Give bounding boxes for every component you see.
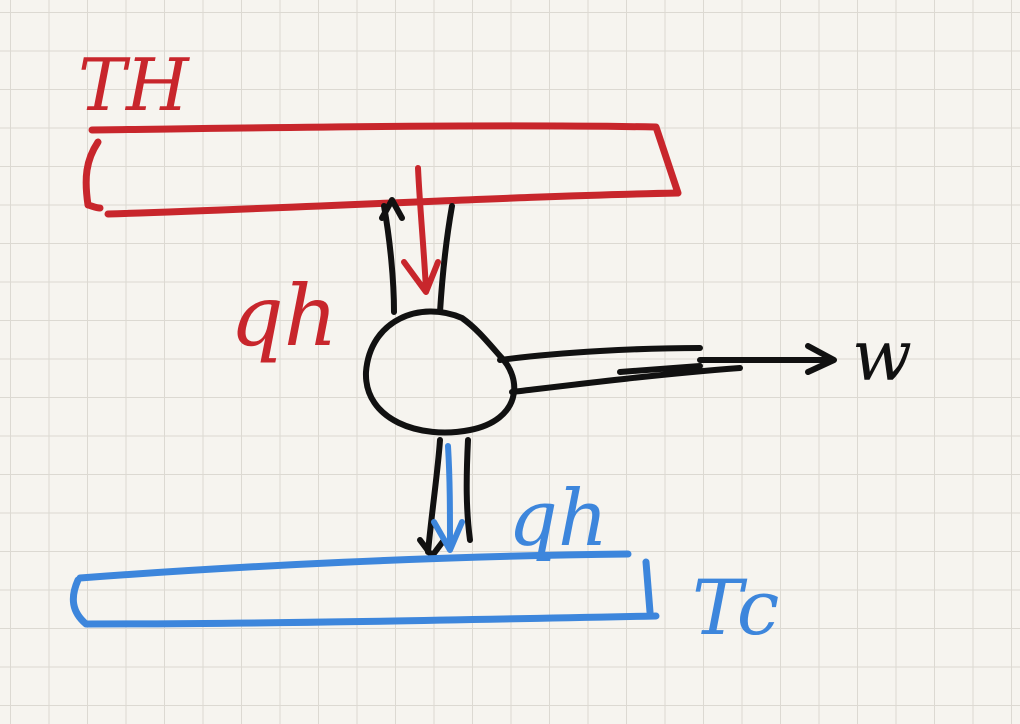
work-label: w — [852, 315, 912, 397]
work-output-pipe — [497, 343, 837, 395]
cold-reservoir: Tc — [69, 550, 779, 652]
hot-reservoir-body — [82, 122, 682, 218]
heat-engine — [362, 308, 518, 436]
engine-body — [362, 308, 518, 436]
heat-input-label: qh — [230, 267, 338, 365]
heat-input-channel: qh — [230, 165, 455, 365]
work-output: w — [497, 315, 912, 397]
cold-reservoir-label: Tc — [692, 563, 779, 652]
heat-output-label: qh — [508, 474, 608, 564]
heat-output-channel: qh — [417, 437, 608, 564]
heat-input-arrow — [401, 165, 441, 295]
cold-reservoir-body — [69, 550, 660, 628]
heat-output-arrow — [431, 443, 465, 553]
heat-input-pipe — [379, 197, 455, 315]
hot-reservoir-label: TH — [78, 43, 190, 127]
hot-reservoir: TH — [78, 43, 682, 218]
